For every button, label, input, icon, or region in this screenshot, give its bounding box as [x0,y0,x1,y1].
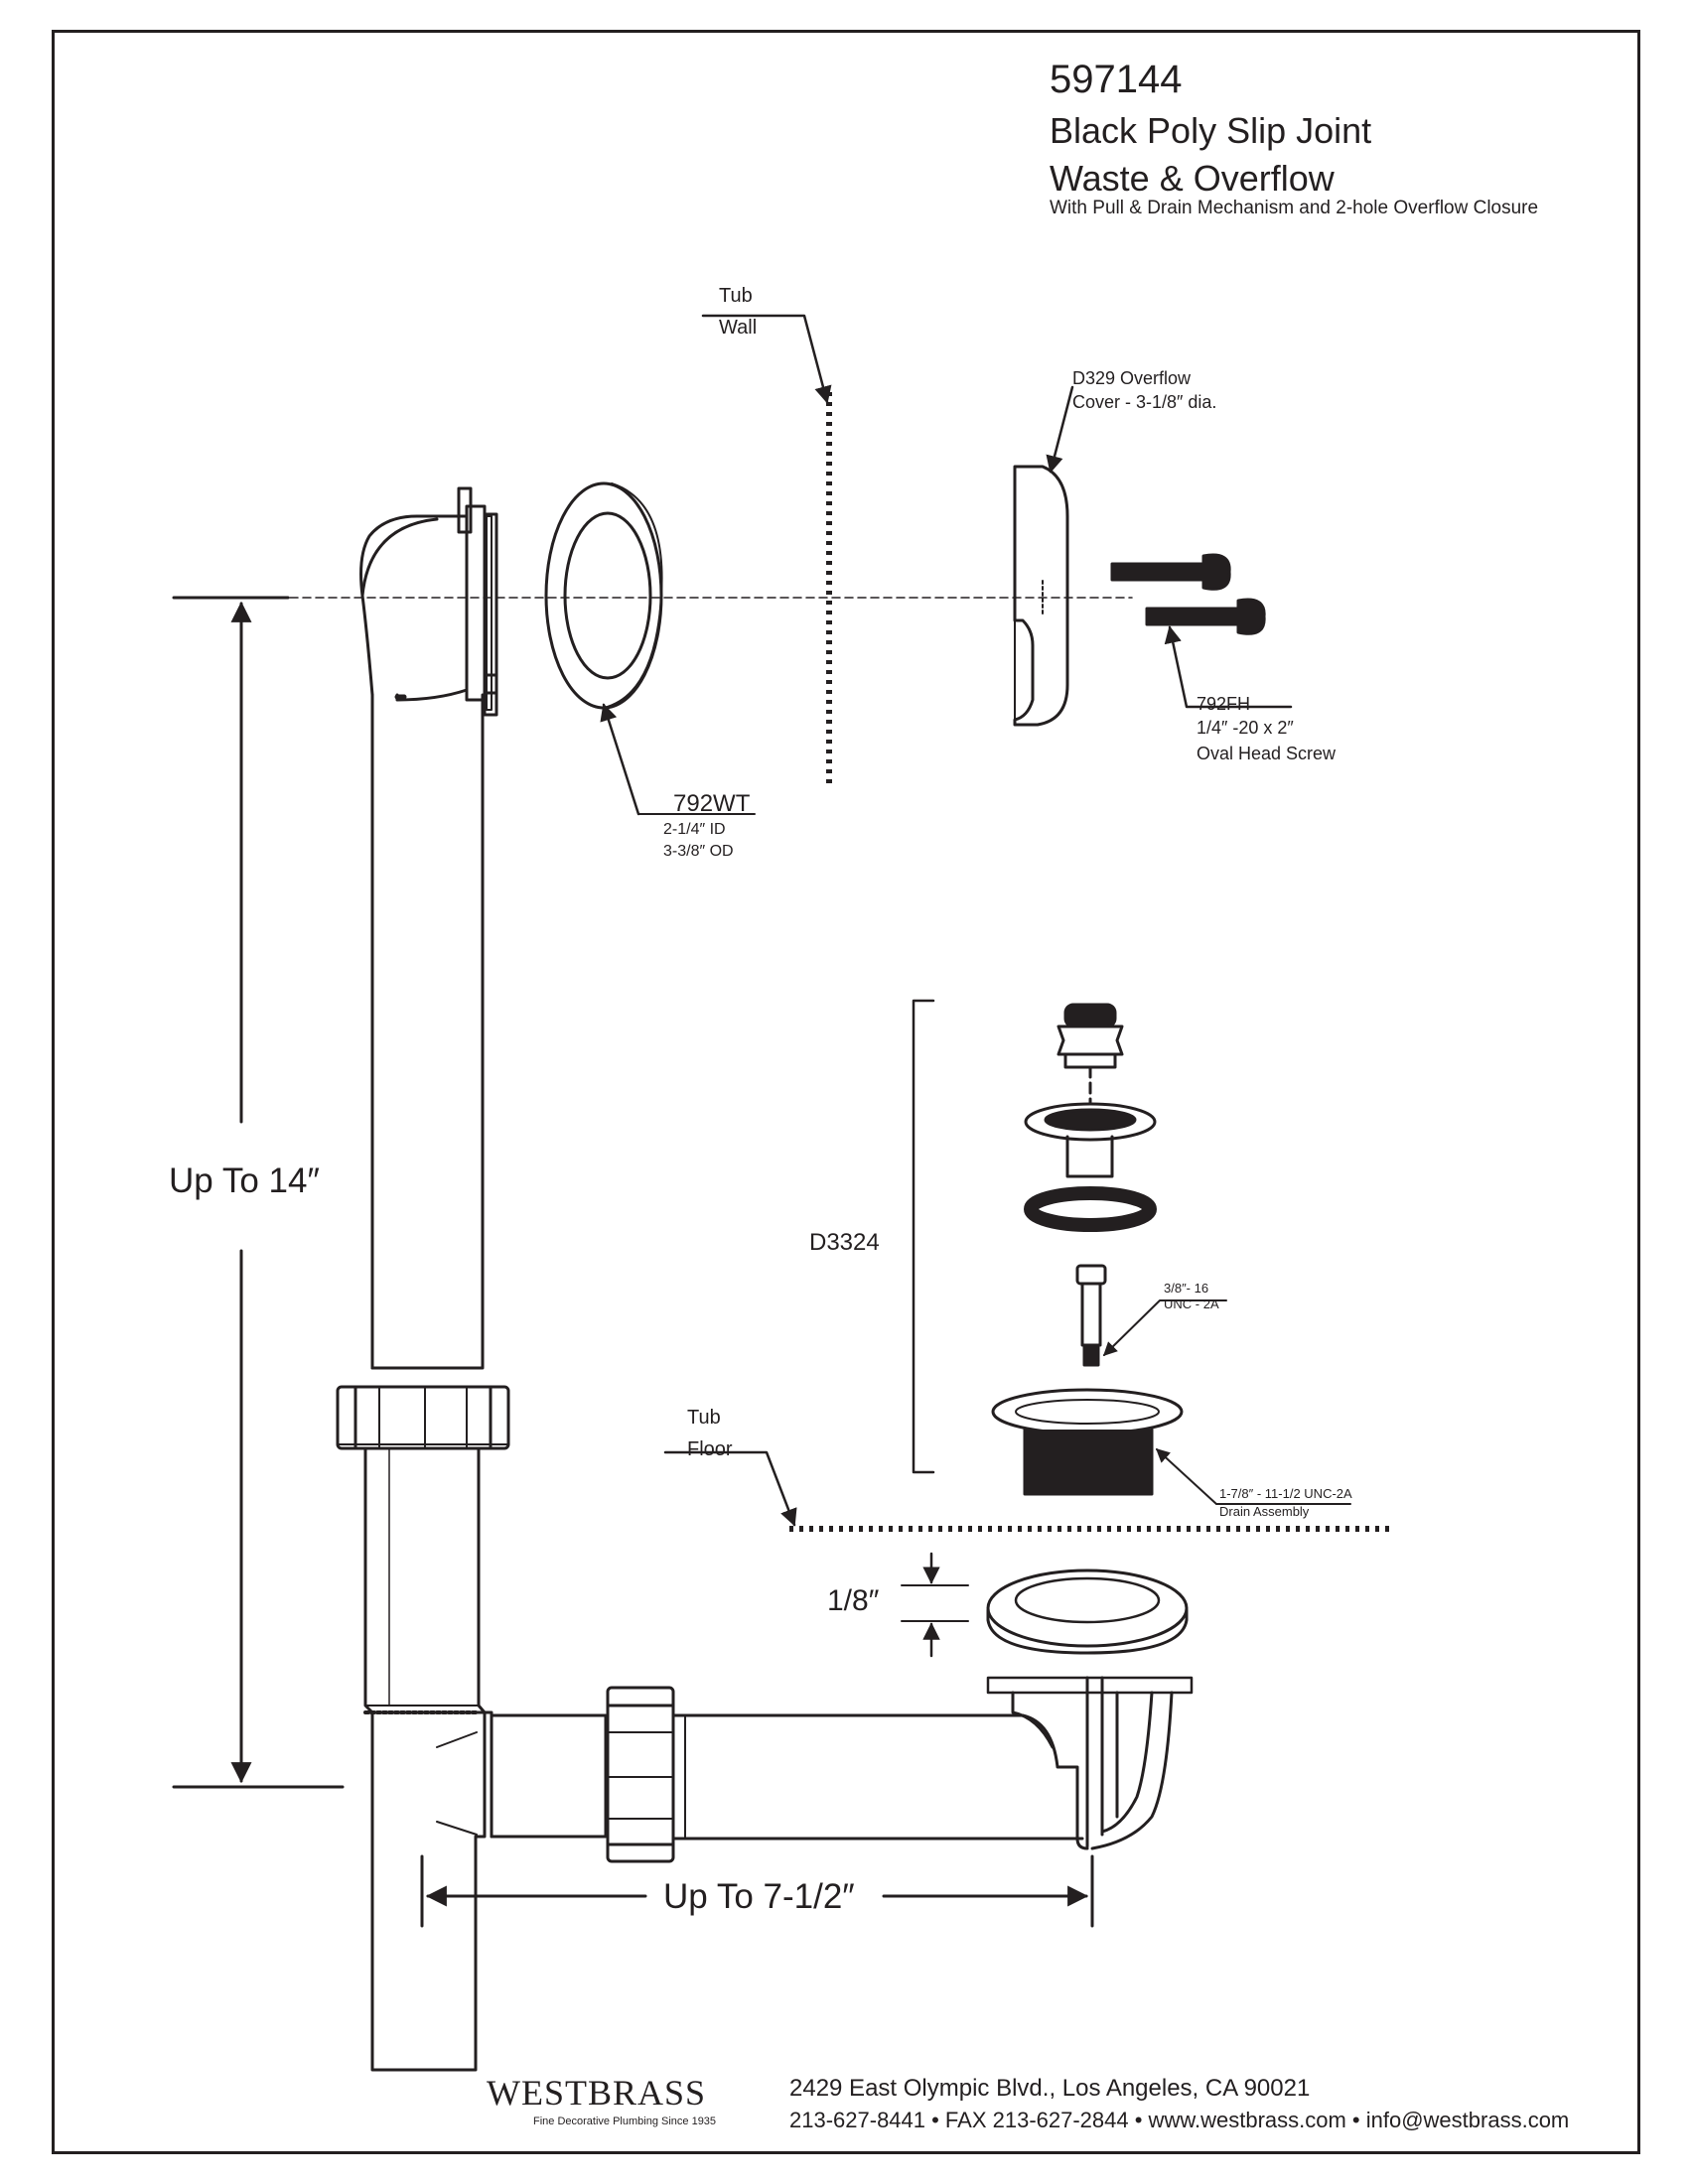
tub-floor-label-1: Tub [687,1407,721,1429]
oval-screw-2 [1145,598,1266,635]
overflow-cover-label-2: Cover - 3-1/8″ dia. [1072,392,1217,412]
screw-leader [1164,625,1293,709]
screw-code: 792FH [1197,694,1251,714]
drain-assembly-label: Drain Assembly [1219,1504,1310,1519]
washer-leader [600,703,640,816]
drain-body [991,1388,1184,1496]
overflow-cover [1013,465,1069,727]
washer-id: 2-1/4″ ID [663,821,726,838]
drain-kit-code: D3324 [809,1229,880,1256]
horizontal-dimension [420,1854,1094,1928]
stopper-cap [1057,1003,1124,1069]
gasket-thickness-dim [901,1552,969,1658]
tub-floor-label-2: Floor [687,1438,733,1460]
slip-nut-upper [336,1385,510,1450]
drain-shoe [671,1676,1194,1850]
vertical-dimension-label: Up To 14″ [169,1161,320,1200]
horizontal-dimension-label: Up To 7-1/2″ [663,1877,855,1916]
drain-thread-spec: 1-7/8″ - 11-1/2 UNC-2A [1219,1486,1352,1501]
oval-screw-1 [1110,553,1231,591]
brand-logo: WESTBRASS [487,2073,707,2113]
gasket-thickness-label: 1/8″ [827,1584,880,1617]
tub-wall-label-2: Wall [719,317,758,339]
tub-floor-leader [663,1450,797,1527]
strainer-flange [1024,1102,1157,1232]
product-subtitle: With Pull & Drain Mechanism and 2-hole O… [1050,198,1539,218]
thread-spec-2: UNC - 2A [1164,1297,1219,1311]
tub-wall-label-1: Tub [719,285,753,307]
model-number: 597144 [1050,58,1183,101]
washer-code: 792WT [673,790,751,817]
drawing-border [52,30,1640,2154]
overflow-washer [544,481,663,710]
screw-size: 1/4″ -20 x 2″ [1197,718,1294,738]
screw-description: Oval Head Screw [1197,744,1337,763]
overflow-elbow [359,486,498,1370]
floor-gasket [986,1569,1189,1655]
slip-nut-horizontal [606,1686,675,1863]
thread-spec-1: 3/8″- 16 [1164,1281,1209,1296]
product-title-line1: Black Poly Slip Joint [1050,110,1372,151]
tub-wall-leader [701,314,832,404]
cover-leader [1046,385,1074,474]
drain-stem [1075,1264,1107,1367]
product-title-line2: Waste & Overflow [1050,158,1335,199]
company-contact: 213-627-8441 • FAX 213-627-2844 • www.we… [789,2108,1570,2132]
drain-thread-leader [1155,1448,1351,1505]
vertical-dimension [172,596,345,1789]
washer-od: 3-3/8″ OD [663,843,734,860]
company-address: 2429 East Olympic Blvd., Los Angeles, CA… [789,2075,1311,2102]
waste-tee [363,1446,608,2072]
overflow-cover-label-1: D329 Overflow [1072,368,1192,388]
brand-tagline: Fine Decorative Plumbing Since 1935 [533,2116,717,2127]
thread-leader [1103,1299,1227,1356]
drain-kit-bracket [912,999,935,1474]
